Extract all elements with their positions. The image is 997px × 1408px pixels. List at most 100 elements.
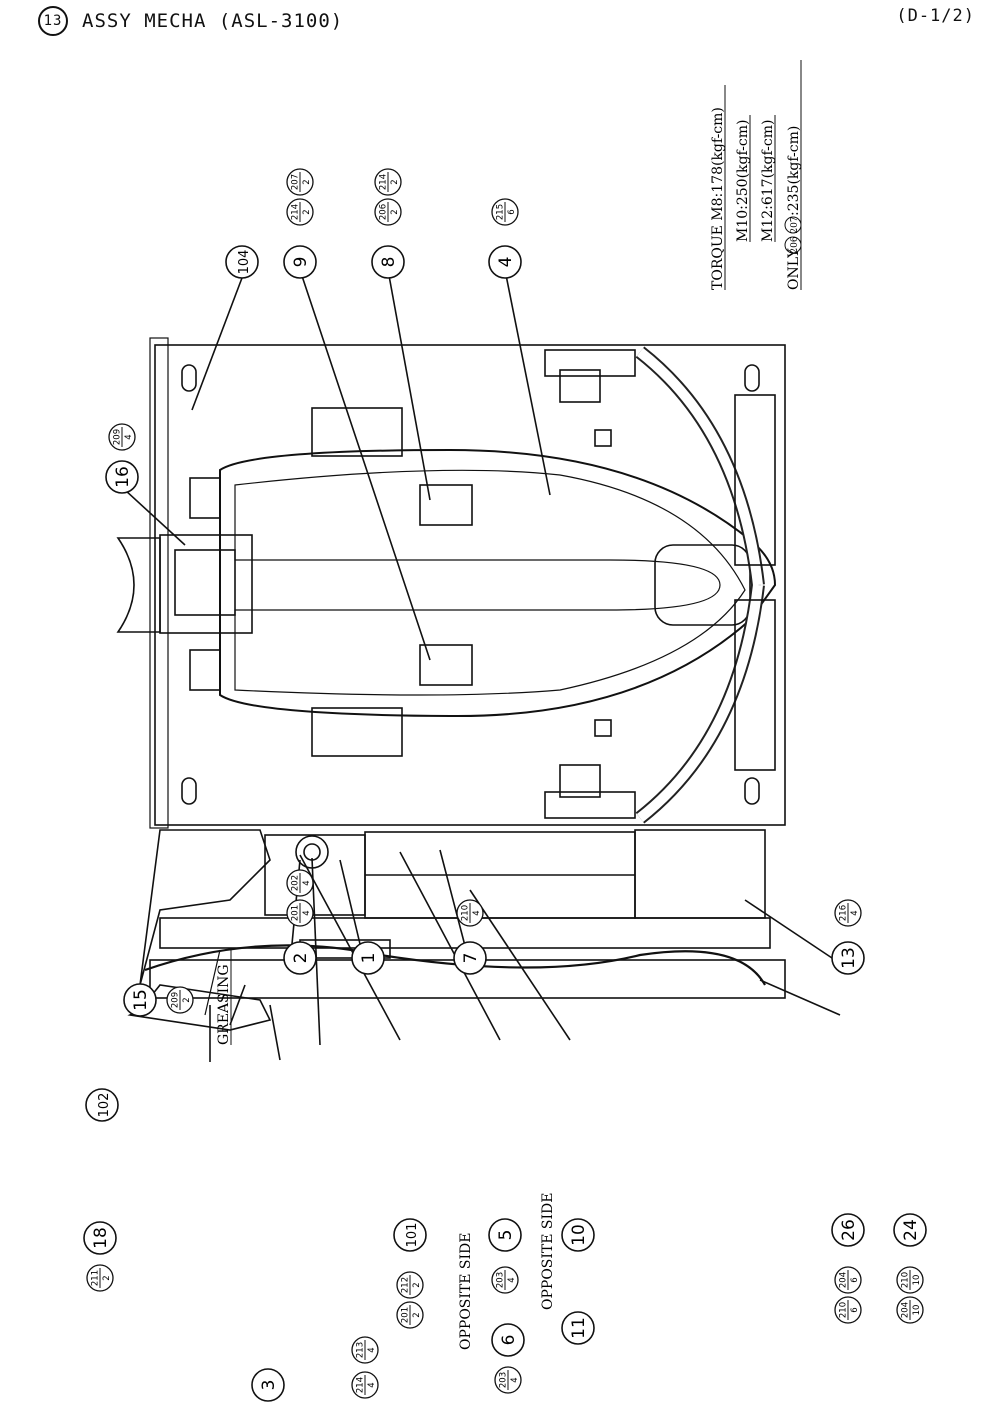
callout-24-fraction-top: 204 [901,1302,911,1318]
callout-6-fraction-top: 203 [499,1372,509,1388]
side-handle [127,984,272,1031]
callout-8-fraction-bottom: 2 [390,209,400,214]
callout-1: 1 [351,941,385,975]
bracket-upper [189,477,221,519]
callout-104: 104 [225,245,259,279]
callout-24-fraction-top: 210 [901,1272,911,1288]
opposite-side-label-6: OPPOSITE SIDE [458,1233,474,1351]
callout-101-fraction-top: 214 [356,1377,366,1393]
leader-4 [504,269,551,496]
page-reference: (D-1/2) [896,6,975,26]
callout-26-fraction-bottom: 6 [850,1307,860,1312]
torque-line-2: M10:250(kgf-cm) [735,120,751,243]
side-pad [311,707,403,757]
slot [744,777,760,805]
callout-18-fraction-bottom: 2 [102,1275,112,1280]
torque-part-206: 206 [790,236,800,253]
torque-line-4-suffix: :235(kgf-cm) [786,126,802,216]
callout-15-number: 15 [131,989,151,1011]
mechanism-core [174,549,236,616]
actuator-knob [594,429,612,447]
callout-6-fraction-bottom: 4 [510,1377,520,1382]
callout-102-number: 102 [97,1093,112,1118]
callout-1-number: 1 [359,953,379,964]
side-cover-24 [634,829,766,919]
callout-101-fraction-top: 213 [356,1342,366,1358]
callout-15-circle [123,983,157,1017]
torque-line-3: M12:617(kgf-cm) [760,120,776,243]
side-seat-profile [144,944,766,986]
callout-3-circle [251,1368,285,1402]
callout-9-fraction-top: 214 [291,204,301,220]
actuator-knob [594,719,612,737]
callout-10-circle [561,1218,595,1252]
callout-26-fraction-top: 204 [839,1272,849,1288]
side-view [127,829,841,1062]
callout-6-number: 6 [499,1335,519,1346]
callout-16-fraction-bottom: 4 [124,434,134,439]
callout-26-fraction-top: 210 [839,1302,849,1318]
callout-18-number: 18 [91,1227,111,1249]
callout-2-fraction-top: 201 [291,905,301,921]
pad-9 [419,644,473,686]
callout-11-number: 11 [569,1317,589,1339]
top-view [116,269,786,829]
callout-13-number: 13 [839,947,859,969]
callout-2-circle [283,941,317,975]
callout-4-circle [488,245,522,279]
callout-9-fraction-bottom: 2 [302,209,312,214]
callout-10-number: 10 [569,1224,589,1246]
seat-headrest [654,544,751,626]
callout-1-circle [351,941,385,975]
callout-26-fraction-bottom: 6 [850,1277,860,1282]
callout-7-number: 7 [461,953,481,964]
callout-2-fraction-bottom: 4 [302,910,312,915]
bracket-lower [189,649,221,691]
callout-24-fraction-bottom: 10 [912,1305,922,1316]
right-bar-lower [734,599,776,771]
callout-13-fraction-bottom: 4 [850,910,860,915]
slot [744,364,760,392]
callout-104-circle [225,245,259,279]
callout-5-number: 5 [496,1230,516,1241]
callout-9-number: 9 [291,257,311,268]
callout-11-circle [561,1311,595,1345]
greasing-label: GREASING [216,964,232,1045]
callout-18-fraction-top: 211 [91,1270,101,1286]
leader-16 [124,489,186,546]
callout-15-fraction-top: 209 [171,992,181,1008]
torque-line-4-prefix: ONLY [786,248,802,290]
callout-9-circle [283,245,317,279]
callout-101-fraction-bottom: 2 [412,1312,422,1317]
callout-24-circle [893,1213,927,1247]
callout-101-fraction-top: 201 [401,1307,411,1323]
plate-edge-strip [149,337,169,829]
callout-8-fraction-top: 206 [379,204,389,220]
page-title: ASSY MECHA (ASL-3100) [82,10,344,32]
base-plate [154,344,786,826]
slot [181,364,197,392]
actuator-bracket [544,791,636,819]
right-bar-upper [734,394,776,566]
callout-7-fraction-top: 210 [461,905,471,921]
callout-6-circle [491,1323,525,1357]
callout-101-fraction-bottom: 4 [367,1382,377,1387]
callout-8-fraction-bottom: 2 [390,179,400,184]
opposite-side-label-11: OPPOSITE SIDE [540,1193,556,1311]
callout-5-fraction-bottom: 4 [507,1277,517,1282]
callout-2-fraction-top: 202 [291,875,301,891]
callout-24-number: 24 [901,1219,921,1241]
callout-4-number: 4 [496,257,516,268]
slot [181,777,197,805]
side-upper-mech [139,829,271,986]
torque-note: TORQUE M8:178(kgf-cm) M10:250(kgf-cm) M1… [710,60,802,290]
callout-101-circle [393,1218,427,1252]
callout-5-circle [488,1218,522,1252]
